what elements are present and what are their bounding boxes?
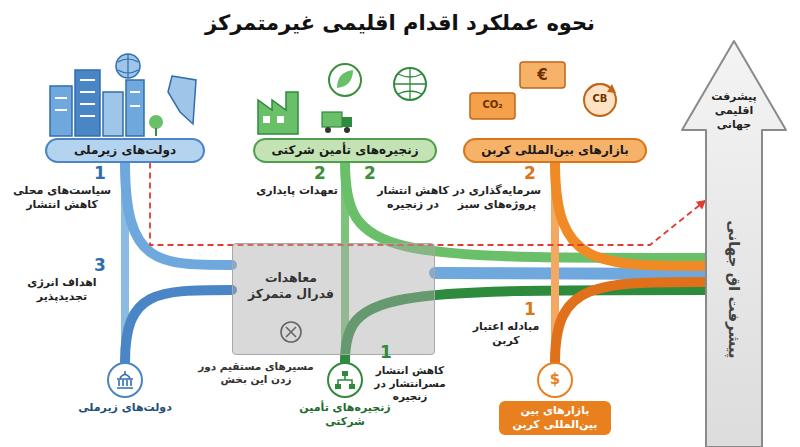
flow-line: [435, 273, 706, 274]
treaty-box: معاهدات فدرال متمرکز: [232, 243, 435, 355]
action-label: اهداف انرژی تجدیدپذیر: [12, 276, 112, 304]
arrow-label: پیشرفت اقلیمی جهانی: [702, 90, 766, 131]
action-label: کاهش انتشار در زنجیره: [372, 184, 454, 212]
callout-number: 1: [522, 299, 538, 320]
source-circle: [107, 362, 143, 398]
action-label: سیاست‌های محلی کاهش انتشار: [12, 184, 112, 212]
source-label: زنجیره‌های تأمین شرکتی: [293, 401, 397, 429]
callout-number: 2: [312, 163, 328, 184]
carbon-market-icon: [470, 62, 616, 119]
group-pill: بازارهای بین‌المللی کربن: [463, 138, 647, 163]
group-pill: زنجیره‌های تأمین شرکتی: [253, 138, 437, 163]
icon-text: €: [520, 66, 565, 85]
bypass-route: [150, 163, 706, 246]
action-label: سرمایه‌گذاری در پروژه‌های سبز: [446, 184, 548, 212]
icon-text: CO₂: [470, 99, 515, 112]
group-label: بازارهای بین‌المللی کربن: [479, 143, 631, 158]
flow-line: [555, 163, 706, 267]
blocked-icon: [279, 320, 303, 348]
diagram-title: نحوه عملکرد اقدام اقلیمی غیرمتمرکز: [150, 10, 650, 36]
action-label: مبادله اعتبار کربن: [464, 320, 548, 348]
group-pill: دولت‌های زیرملی: [45, 138, 205, 163]
flow-line: [125, 290, 232, 362]
arrow-caption: پیشرفت اق جهانی: [725, 189, 744, 389]
action-label: کاهش انتشار مسرانتشار در زنجیره: [366, 364, 454, 403]
source-node: دولت‌های زیرملی: [73, 362, 177, 415]
treaty-label: معاهدات فدرال متمرکز: [243, 268, 339, 303]
callout-number: 1: [378, 342, 394, 363]
icon-text: CB: [588, 93, 612, 106]
group-label: زنجیره‌های تأمین شرکتی: [269, 143, 421, 158]
callout-number: 2: [522, 163, 538, 184]
callout-number: 1: [92, 163, 108, 184]
action-label: تعهدات پایداری: [256, 184, 338, 198]
icon-text: $: [545, 370, 565, 389]
bypass-note: مسیرهای مستقیم دور زدن این بخش: [190, 360, 322, 386]
source-label: دولت‌های زیرملی: [73, 401, 177, 415]
flow-line: [125, 163, 232, 266]
city-icon: [50, 54, 196, 136]
arrow-head: [696, 200, 706, 210]
supply-chain-icon: [258, 64, 426, 134]
source-circle: [327, 362, 363, 398]
source-label: بازارهای بین بین‌المللی کربن: [499, 401, 611, 435]
group-label: دولت‌های زیرملی: [61, 143, 189, 158]
callout-number: 2: [362, 163, 378, 184]
flow-line: [555, 282, 706, 362]
arrow-outline: [682, 41, 786, 447]
callout-number: 3: [92, 255, 108, 276]
